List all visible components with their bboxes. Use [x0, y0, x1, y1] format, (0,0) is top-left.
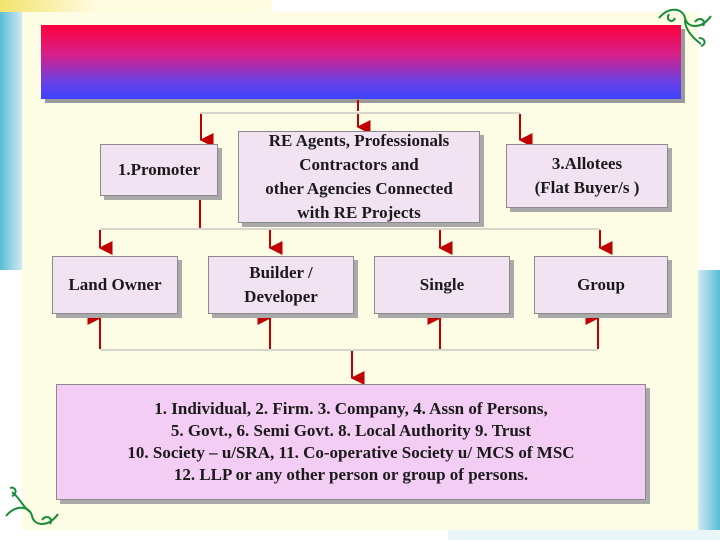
persons-line-4: 12. LLP or any other person or group of … — [173, 465, 529, 484]
promoter-box: 1.Promoter — [100, 144, 218, 196]
agents-line-1: RE Agents, Professionals — [268, 131, 450, 150]
persons-box: 1. Individual, 2. Firm. 3. Company, 4. A… — [56, 384, 646, 500]
promoter-label: 1.Promoter — [117, 160, 201, 179]
group-label: Group — [577, 275, 625, 294]
swirl-ornament-icon — [5, 486, 59, 525]
builder-line-2: Developer — [244, 287, 318, 306]
persons-line-3: 10. Society – u/SRA, 11. Co-operative So… — [127, 443, 575, 462]
allotees-line-2: (Flat Buyer/s ) — [534, 178, 640, 197]
single-label: Single — [419, 275, 465, 294]
builder-line-1: Builder / — [249, 263, 313, 282]
persons-line-1: 1. Individual, 2. Firm. 3. Company, 4. A… — [154, 399, 548, 418]
group-box: Group — [534, 256, 668, 314]
allotees-line-1: 3.Allotees — [551, 154, 623, 173]
agents-line-3: other Agencies Connected — [265, 179, 453, 198]
land-owner-box: Land Owner — [52, 256, 178, 314]
title-bar — [41, 25, 681, 99]
agents-box: RE Agents, Professionals Contractors and… — [238, 131, 480, 223]
allotees-box: 3.Allotees (Flat Buyer/s ) — [506, 144, 668, 208]
swirl-ornament-icon — [658, 8, 712, 47]
persons-line-2: 5. Govt., 6. Semi Govt. 8. Local Authori… — [170, 421, 532, 440]
agents-line-4: with RE Projects — [297, 203, 421, 222]
land-owner-label: Land Owner — [68, 275, 162, 294]
agents-line-2: Contractors and — [299, 155, 419, 174]
builder-box: Builder / Developer — [208, 256, 354, 314]
single-box: Single — [374, 256, 510, 314]
